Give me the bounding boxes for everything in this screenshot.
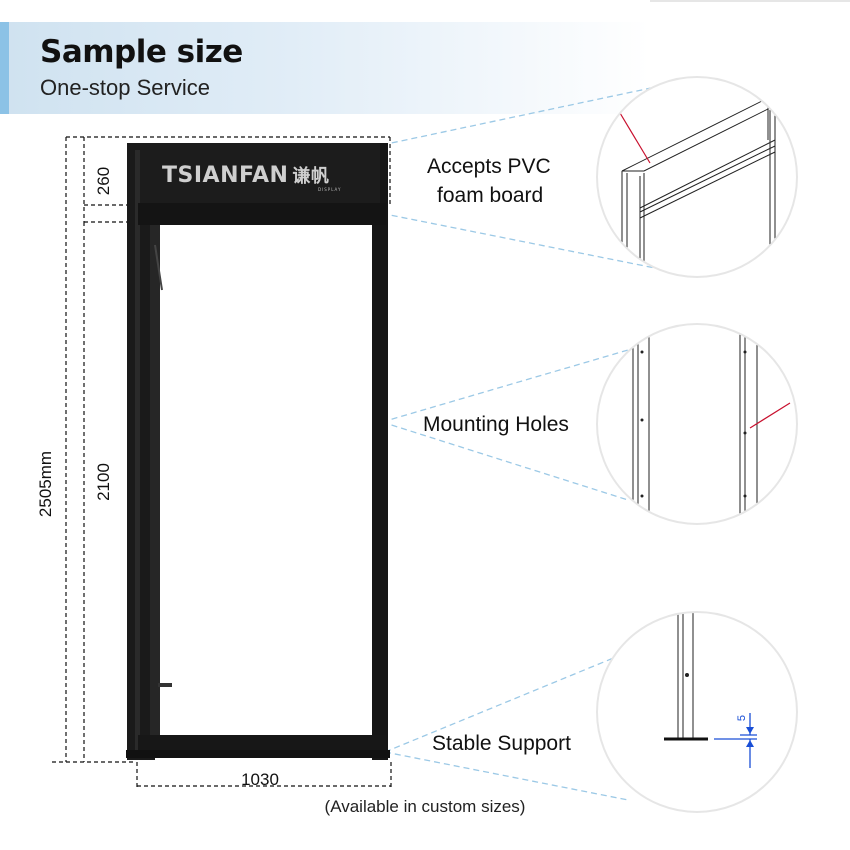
callout-mounting-holes: Mounting Holes — [423, 413, 569, 436]
header-banner — [0, 22, 650, 114]
brand-name: TSIANFAN — [162, 163, 289, 188]
footer-note: (Available in custom sizes) — [324, 797, 526, 816]
brand-name-cn: 谦帆 — [292, 166, 330, 187]
dim-total-height: 2505mm — [36, 450, 55, 518]
display-rack-frame — [126, 143, 390, 760]
dim-width: 1030 — [241, 770, 279, 789]
page-title: Sample size — [40, 34, 243, 70]
dim-frame-height: 2100 — [94, 463, 113, 501]
dim-top-panel: 260 — [94, 166, 113, 196]
brand-subtitle: DISPLAY — [318, 187, 342, 192]
header-top-rule — [650, 0, 850, 2]
callout-pvc-line2: foam board — [437, 184, 544, 207]
callout-pvc-line1: Accepts PVC — [427, 155, 551, 178]
page-subtitle: One-stop Service — [40, 75, 210, 100]
detail-height-value: 5 — [736, 714, 748, 722]
header-accent-bar — [0, 22, 9, 114]
callout-stable-support: Stable Support — [432, 732, 571, 755]
